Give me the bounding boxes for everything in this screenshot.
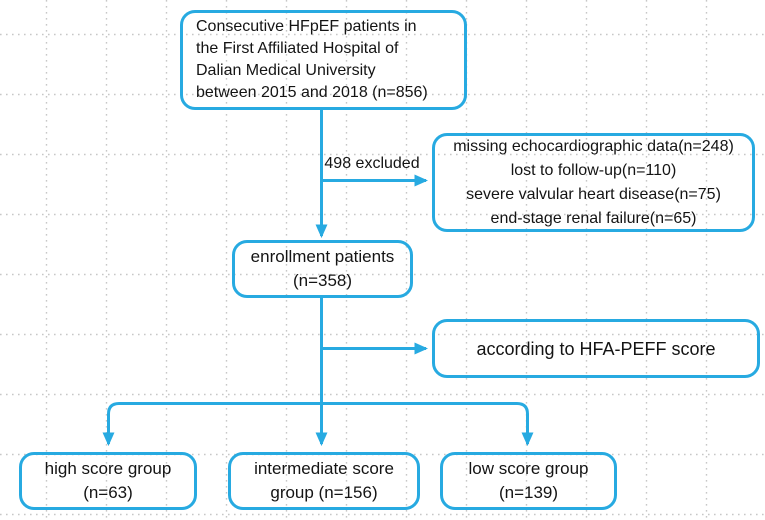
node-text-line: (n=139) xyxy=(498,483,559,502)
edge-label-excluded-count: 498 excluded xyxy=(324,155,420,172)
node-text-line: severe valvular heart disease(n=75) xyxy=(466,185,721,203)
node-text-line: enrollment patients xyxy=(250,247,395,266)
node-text-line: the First Affiliated Hospital of xyxy=(196,40,399,57)
node-text-line: between 2015 and 2018 (n=856) xyxy=(196,84,428,101)
node-enrollment: enrollment patients (n=358) xyxy=(232,240,413,298)
node-text-line: Dalian Medical University xyxy=(196,62,376,79)
node-score-method: according to HFA-PEFF score xyxy=(432,319,760,378)
node-text-line: group (n=156) xyxy=(270,483,378,502)
node-intermediate-score-group: intermediate score group (n=156) xyxy=(228,452,420,510)
node-text-line: (n=358) xyxy=(292,271,353,290)
node-text-line: missing echocardiographic data(n=248) xyxy=(453,137,734,155)
node-text-line: low score group xyxy=(468,459,589,478)
node-source-population: Consecutive HFpEF patients in the First … xyxy=(180,10,467,110)
node-exclusions: missing echocardiographic data(n=248) lo… xyxy=(432,133,755,232)
node-high-score-group: high score group (n=63) xyxy=(19,452,197,510)
node-text-line: Consecutive HFpEF patients in xyxy=(196,18,417,35)
node-text-line: lost to follow-up(n=110) xyxy=(510,161,677,179)
node-text-line: (n=63) xyxy=(83,483,133,502)
node-text-line: end-stage renal failure(n=65) xyxy=(490,209,697,227)
node-text-line: high score group xyxy=(44,459,172,478)
node-text-line: according to HFA-PEFF score xyxy=(476,338,716,359)
connector-branch-to-high xyxy=(102,402,322,447)
connectors xyxy=(102,110,534,447)
node-text-line: intermediate score xyxy=(254,459,394,478)
node-low-score-group: low score group (n=139) xyxy=(440,452,617,510)
connector-branch-to-low xyxy=(321,402,534,447)
